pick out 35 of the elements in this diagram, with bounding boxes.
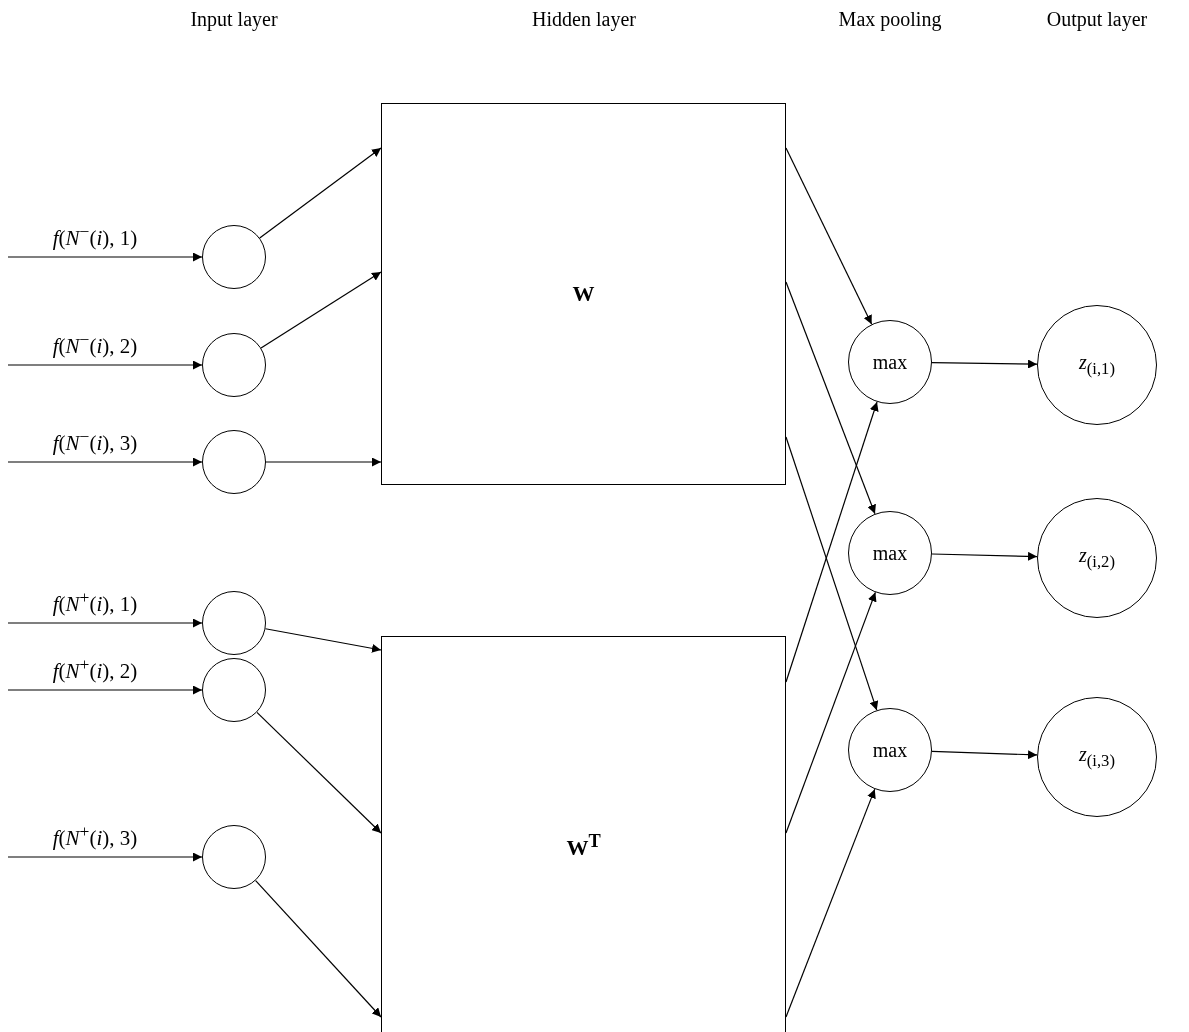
arrow [785, 281, 876, 515]
node-label: max [872, 738, 908, 762]
matrix-symbol: W$^{T}$ [566, 830, 601, 862]
arrow [255, 879, 382, 1018]
arrow [785, 401, 879, 683]
arrow [259, 147, 382, 239]
node-label: max [872, 541, 908, 565]
arrow [931, 551, 1038, 561]
layer-heading: Hidden layer [532, 8, 636, 31]
arrow [7, 252, 203, 262]
matrix-box [381, 636, 786, 1032]
node-label: z$_{(i,3)}$ [1079, 743, 1115, 771]
matrix-box [381, 103, 786, 485]
arrow [931, 359, 1038, 369]
arrow [785, 788, 876, 1018]
arrow [7, 618, 203, 628]
arrow [785, 147, 873, 325]
arrow [265, 457, 382, 467]
arrow [7, 360, 203, 370]
arrow [256, 711, 382, 834]
arrow [7, 457, 203, 467]
layer-heading: Input layer [190, 8, 278, 31]
arrow [785, 436, 879, 711]
arrow [260, 271, 382, 349]
arrow [931, 750, 1038, 760]
matrix-symbol: W [572, 281, 595, 307]
node-label: z$_{(i,1)}$ [1079, 351, 1115, 379]
layer-heading: Max pooling [838, 8, 942, 31]
arrow [785, 591, 877, 834]
node-label: z$_{(i,2)}$ [1079, 544, 1115, 572]
arrow [264, 628, 382, 653]
arrow [7, 852, 203, 862]
node-label: max [872, 350, 908, 374]
layer-heading: Output layer [1046, 8, 1148, 31]
arrow [7, 685, 203, 695]
